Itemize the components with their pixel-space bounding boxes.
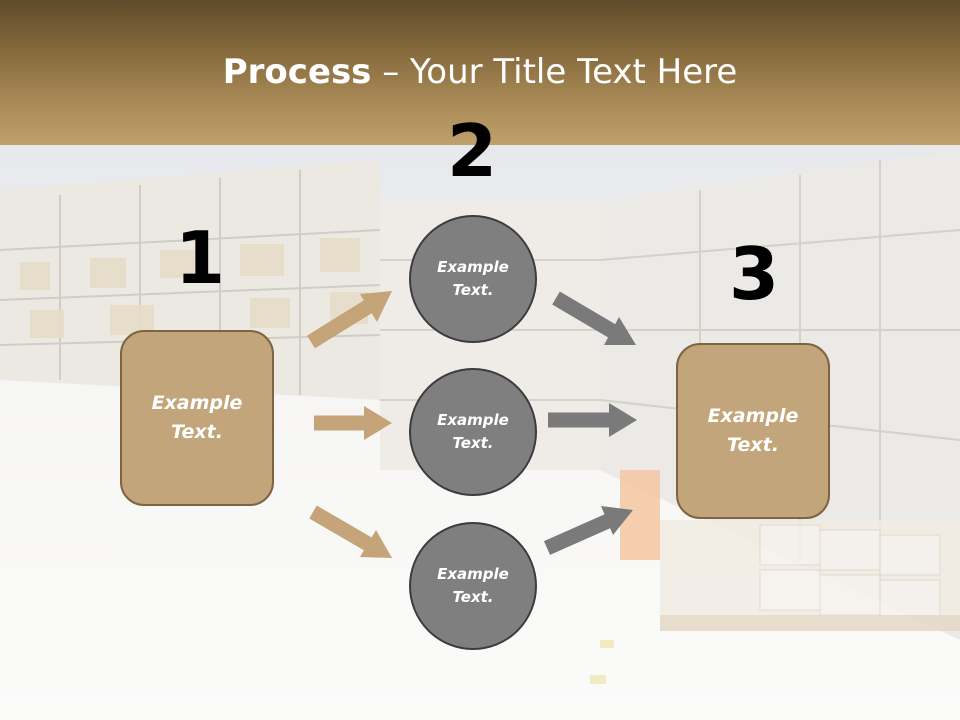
circle-top-label: Example Text. xyxy=(437,258,509,299)
step-2-circle-bottom[interactable]: Example Text. xyxy=(409,522,537,650)
slide-title[interactable]: Process – Your Title Text Here xyxy=(0,52,960,92)
step-1-box[interactable]: Example Text. xyxy=(120,330,274,506)
title-rest: – Your Title Text Here xyxy=(371,52,738,92)
title-band xyxy=(0,0,960,145)
arrow-1-to-circle-bottom xyxy=(309,505,392,558)
step-2-circle-middle[interactable]: Example Text. xyxy=(409,368,537,496)
arrow-circle-top-to-3 xyxy=(552,291,636,345)
step-1-label: Example Text. xyxy=(151,392,243,443)
step-3-label: Example Text. xyxy=(707,405,799,456)
step-number-2: 2 xyxy=(446,109,498,193)
step-2-circle-top[interactable]: Example Text. xyxy=(409,215,537,343)
arrow-circle-middle-to-3 xyxy=(548,403,637,437)
title-bold: Process xyxy=(222,52,372,92)
circle-middle-label: Example Text. xyxy=(437,411,509,452)
arrow-1-to-circle-middle xyxy=(314,406,392,440)
arrow-1-to-circle-top xyxy=(307,291,392,349)
arrow-circle-bottom-to-3 xyxy=(543,506,633,555)
step-number-3: 3 xyxy=(728,232,780,316)
step-3-box[interactable]: Example Text. xyxy=(676,343,830,519)
step-number-1: 1 xyxy=(174,216,226,300)
circle-bottom-label: Example Text. xyxy=(437,565,509,606)
